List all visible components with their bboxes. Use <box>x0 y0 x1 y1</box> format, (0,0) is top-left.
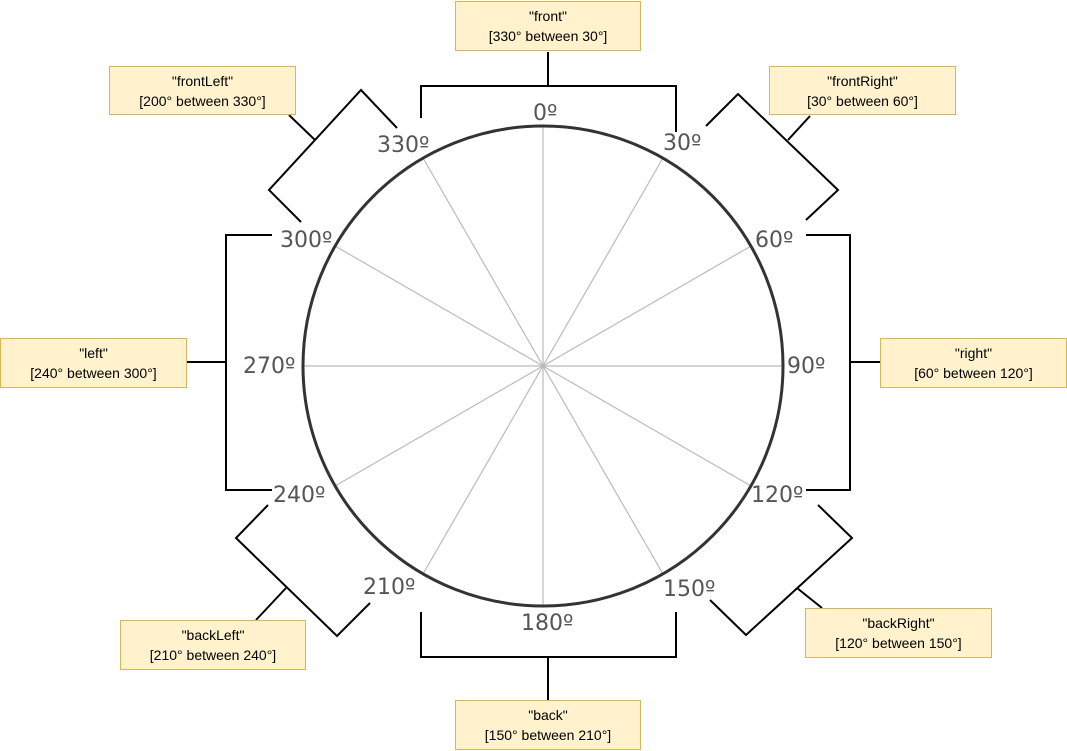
sector-range-back: [150° between 210°] <box>484 727 612 743</box>
sector-box-frontRight: "frontRight" [30° between 60°] <box>769 66 956 115</box>
sector-name-backRight: "backRight" <box>862 615 935 631</box>
sector-box-back: "back" [150° between 210°] <box>455 700 641 750</box>
connector-backRight <box>796 587 823 609</box>
spokes <box>303 126 783 606</box>
compass-circle <box>301 124 785 608</box>
sector-range-right: [60° between 120°] <box>914 365 1033 381</box>
sector-name-back: "back" <box>528 707 568 723</box>
degree-label-180: 180º <box>521 611 573 636</box>
spoke-150-330 <box>422 157 664 575</box>
sector-name-front: "front" <box>529 8 567 24</box>
sector-name-backLeft: "backLeft" <box>181 627 245 643</box>
degree-label-210: 210º <box>363 575 415 600</box>
sector-name-frontLeft: "frontLeft" <box>171 72 234 89</box>
sector-range-backRight: [120° between 150°] <box>835 635 962 651</box>
sector-range-backLeft: [210° between 240°] <box>149 647 277 663</box>
degree-labels: 0º 30º 60º 90º 120º 150º 180º 210º 240º … <box>243 101 825 636</box>
connector-frontRight <box>787 115 811 141</box>
sector-range-left: [240° between 300°] <box>30 365 157 381</box>
degree-label-120: 120º <box>751 483 803 508</box>
sector-box-backRight: "backRight" [120° between 150°] <box>805 608 992 658</box>
degree-label-240: 240º <box>273 483 325 508</box>
connector-frontLeft <box>288 114 316 141</box>
degree-label-300: 300º <box>280 228 332 253</box>
sector-name-right: "right" <box>954 345 993 361</box>
degree-label-90: 90º <box>787 354 825 379</box>
bracket-backLeft <box>234 504 371 638</box>
degree-label-0: 0º <box>533 101 557 126</box>
sector-box-front: "front" [330° between 30°] <box>455 1 641 51</box>
bracket-backRight <box>709 504 854 637</box>
degree-label-30: 30º <box>663 131 701 156</box>
sector-box-left: "left" [240° between 300°] <box>0 338 187 388</box>
sector-range-frontRight: [30° between 60°] <box>807 92 918 109</box>
sector-box-right: "right" [60° between 120°] <box>880 338 1067 388</box>
sector-name-left: "left" <box>79 345 108 361</box>
bracket-frontRight <box>705 92 840 221</box>
sector-range-frontLeft: [200° between 330°] <box>139 92 266 109</box>
sector-range-front: [330° between 30°] <box>488 28 608 44</box>
degree-label-330: 330º <box>377 133 429 158</box>
sector-brackets <box>187 52 880 700</box>
sector-box-backLeft: "backLeft" [210° between 240°] <box>120 620 306 670</box>
connector-backLeft <box>255 587 287 621</box>
degree-label-60: 60º <box>755 228 793 253</box>
sector-box-frontLeft: "frontLeft" [200° between 330°] <box>109 66 296 115</box>
sector-name-frontRight: "frontRight" <box>827 72 898 89</box>
degree-label-150: 150º <box>663 577 715 602</box>
degree-label-270: 270º <box>243 354 295 379</box>
